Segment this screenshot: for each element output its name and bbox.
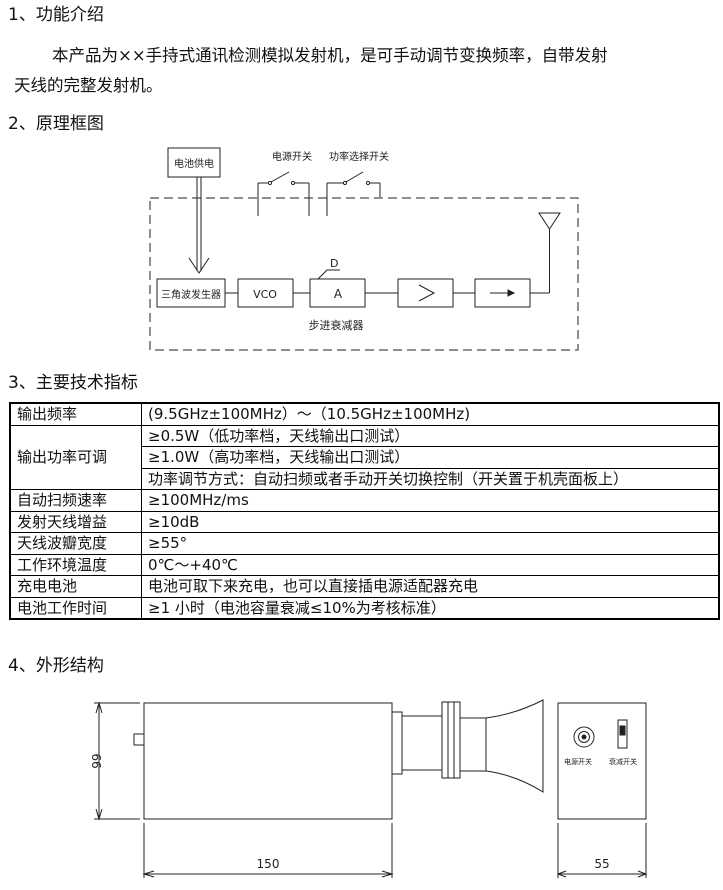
antenna-symbol — [538, 212, 561, 293]
section-1-heading: 1、功能介绍 — [8, 5, 104, 25]
isolator-arrow-icon — [490, 289, 516, 297]
flange — [441, 701, 461, 779]
section-1-paragraph: 本产品为××手持式通讯检测模拟发射机，是可手动调节变换频率，自带发射 天线的完整… — [14, 41, 714, 101]
triangle-generator-label: 三角波发生器 — [161, 288, 221, 301]
horn-antenna — [460, 699, 544, 793]
power-switch-label: 电源开关 — [272, 150, 312, 163]
table-row: 输出频率 (9.5GHz±100MHz）～（10.5GHz±100MHz) — [9, 402, 720, 426]
block-diagram: 电池供电 电源开关 功率选择开关 三角波发生器 VCO A D — [149, 147, 579, 351]
battery-box — [167, 147, 221, 178]
power-select-switch-label: 功率选择开关 — [329, 150, 389, 163]
spec-value: ≥0.5W（低功率档，天线输出口测试） — [141, 424, 720, 447]
table-row: 自动扫频速率 ≥100MHz/ms — [9, 489, 720, 512]
spec-value: (9.5GHz±100MHz）～（10.5GHz±100MHz) — [141, 402, 720, 426]
battery-label: 电池供电 — [174, 157, 214, 170]
table-row: 天线波瓣宽度 ≥55° — [9, 532, 720, 555]
section-4-heading: 4、外形结构 — [8, 656, 104, 676]
diagram-enclosure — [149, 197, 579, 351]
panel-power-switch-label: 电源开关 — [564, 757, 592, 766]
spec-name: 输出功率可调 — [9, 424, 142, 490]
spec-value: ≥1 小时（电池容量衰减≤10%为考核标准） — [141, 596, 720, 620]
power-switch-symbol — [257, 171, 310, 216]
spec-table: 输出频率 (9.5GHz±100MHz）～（10.5GHz±100MHz) 输出… — [9, 402, 720, 620]
section-1-text-line1: 本产品为××手持式通讯检测模拟发射机，是可手动调节变换频率，自带发射 — [52, 46, 608, 65]
power-select-switch-symbol — [326, 171, 381, 216]
amplifier-icon — [418, 284, 436, 302]
spec-value: ≥1.0W（高功率档，天线输出口测试） — [141, 446, 720, 469]
spec-name: 充电电池 — [9, 575, 142, 598]
table-row: 输出功率可调 ≥0.5W（低功率档，天线输出口测试） — [9, 424, 720, 490]
spec-value: 功率调节方式：自动扫频或者手动开关切换控制（开关置于机壳面板上） — [141, 467, 720, 490]
side-tab — [133, 733, 145, 746]
power-switch-knob-icon — [573, 726, 595, 748]
table-row: 电池工作时间 ≥1 小时（电池容量衰减≤10%为考核标准） — [9, 596, 720, 620]
dim-height-label: 66 — [89, 753, 103, 768]
dim-length-label: 150 — [257, 857, 280, 871]
spec-name: 工作环境温度 — [9, 553, 142, 576]
device-body — [143, 702, 393, 820]
end-panel — [557, 702, 647, 820]
section-3-heading: 3、主要技术指标 — [8, 373, 138, 393]
attenuation-toggle-icon — [617, 719, 628, 749]
panel-attenuation-switch-label: 衰减开关 — [609, 757, 637, 766]
section-2-heading: 2、原理框图 — [8, 114, 104, 134]
table-row: 功率调节方式：自动扫频或者手动开关切换控制（开关置于机壳面板上） — [10, 467, 720, 490]
attenuator-label: A — [334, 287, 343, 301]
vco-label: VCO — [253, 288, 277, 301]
connector — [391, 711, 403, 775]
attenuator-caption: 步进衰减器 — [309, 318, 364, 332]
d-label: D — [330, 257, 338, 270]
dim-width-label: 55 — [594, 857, 609, 871]
table-row: ≥1.0W（高功率档，天线输出口测试） — [10, 446, 720, 469]
table-row: 发射天线增益 ≥10dB — [9, 510, 720, 533]
section-1-text-line2: 天线的完整发射机。 — [14, 76, 163, 95]
spec-name: 电池工作时间 — [9, 596, 142, 620]
